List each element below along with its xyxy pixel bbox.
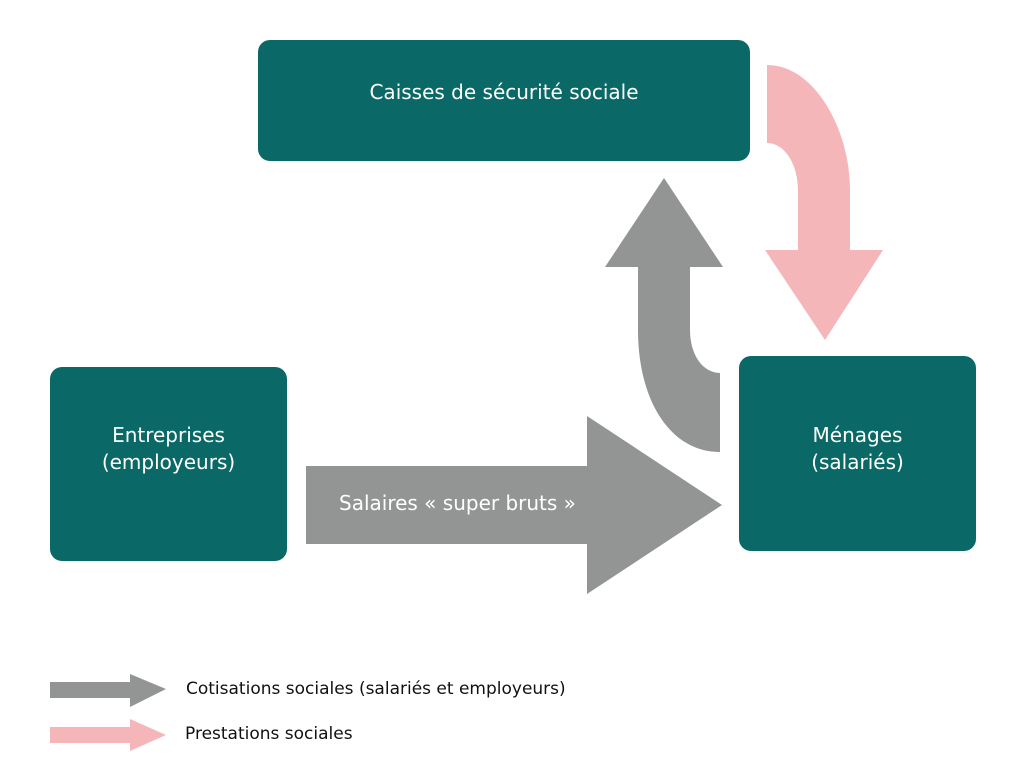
caisses-box: Caisses de sécurité sociale (258, 40, 750, 161)
legend-prestations: Prestations sociales (185, 724, 353, 744)
legend-cotisations: Cotisations sociales (salariés et employ… (186, 679, 566, 699)
menages-label: Ménages (812, 422, 903, 447)
cotisations-arrow (605, 178, 723, 452)
menages-box: Ménages (salariés) (739, 356, 976, 551)
entreprises-sublabel: (employeurs) (101, 450, 236, 474)
salaires-label: Salaires « super bruts » (339, 491, 576, 515)
prestations-arrow (765, 65, 883, 340)
salaires-arrow (306, 416, 722, 594)
menages-sublabel: (salariés) (811, 449, 904, 474)
legend-gray-arrow-icon (50, 674, 166, 707)
entreprises-box: Entreprises (employeurs) (50, 367, 287, 561)
caisses-label: Caisses de sécurité sociale (369, 80, 639, 104)
entreprises-label: Entreprises (112, 423, 225, 447)
legend-pink-arrow-icon (50, 719, 166, 751)
